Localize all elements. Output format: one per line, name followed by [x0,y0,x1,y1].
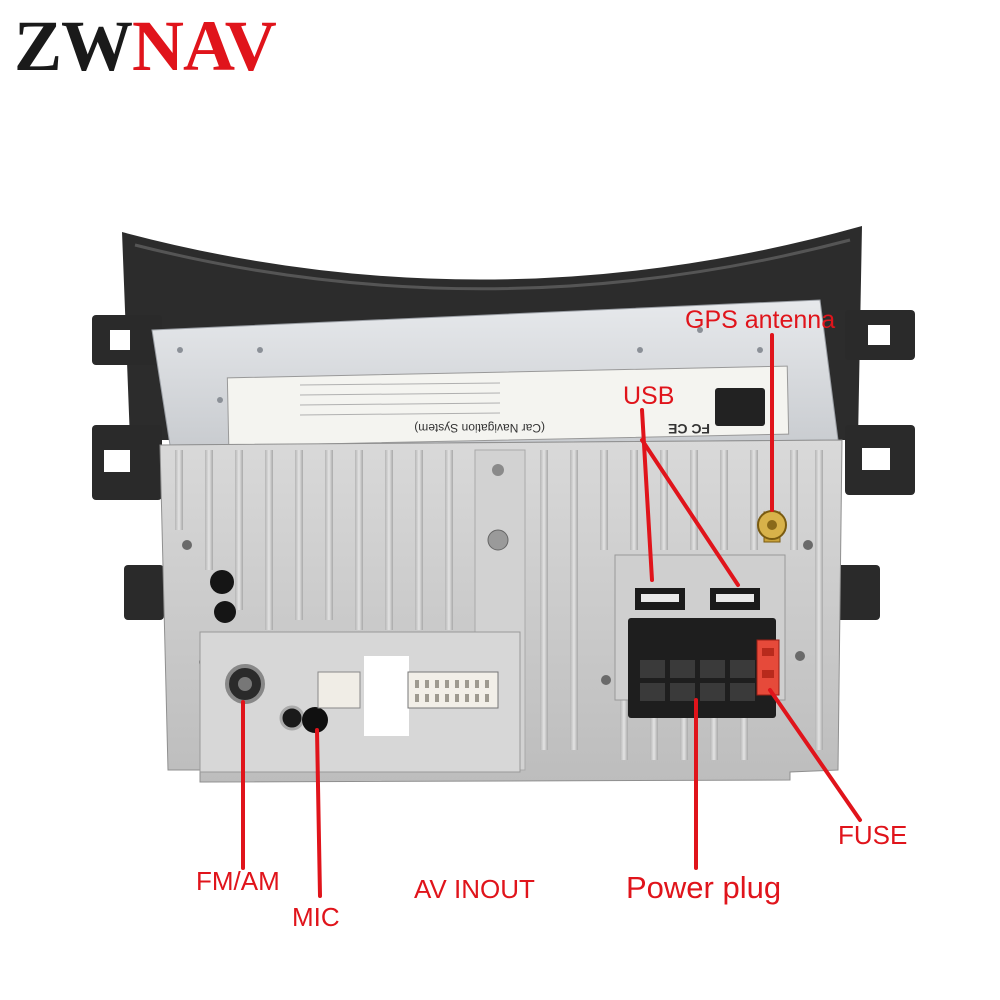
usb-pointer-2 [640,438,740,587]
brand-logo-part2: NAV [132,6,277,86]
av-inout-connector [407,671,499,709]
small-white-connector [317,671,361,709]
label-av-inout: AV INOUT [414,874,535,904]
brand-logo-part1: ZW [14,6,133,86]
label-fm-am: FM/AM [196,866,280,896]
brand-logo: ZWNAV [14,6,277,86]
label-mic: MIC [292,902,340,932]
sticker-title: (Car Navigation System) [414,421,545,435]
label-gps-antenna: GPS antenna [685,306,836,334]
round-jack-1 [210,570,234,594]
usb-pointer-1 [640,408,654,582]
heatsink-fins [175,450,823,760]
product-sticker [226,365,790,447]
sticker-certifications: FC CE [668,421,710,437]
label-fuse: FUSE [838,820,908,850]
fuse-pointer [768,688,862,822]
gps-antenna-connector [757,510,787,543]
round-jack-2 [214,601,236,623]
label-usb: USB [623,382,675,410]
mic-pointer [315,728,322,898]
label-power-plug: Power plug [626,870,782,905]
left-mounting-bracket [92,315,164,620]
mic-jack [279,705,305,731]
right-mounting-bracket [835,310,915,620]
